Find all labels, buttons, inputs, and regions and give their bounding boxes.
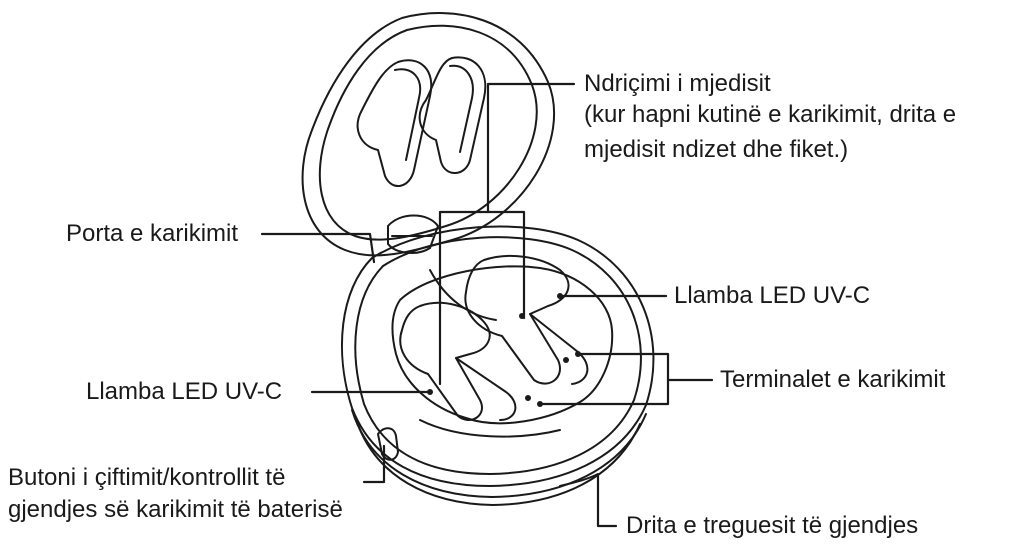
leader-charging-port: [260, 232, 376, 264]
status-indicator-label: Drita e treguesit të gjendjes: [626, 512, 919, 539]
uvc-led-right-label: Llamba LED UV-C: [674, 282, 871, 309]
case-base: [340, 225, 655, 506]
pairing-button-label-line2: gjendjes së karikimit të baterisë: [8, 496, 343, 523]
uvc-led-left-label: Llamba LED UV-C: [86, 378, 283, 405]
charging-terminals-label: Terminalet e karikimit: [720, 366, 946, 393]
leader-pairing-button: [362, 444, 386, 484]
callout-lines: [260, 82, 714, 528]
leader-ambient-bracket: [438, 210, 526, 386]
leader-ambient-light: [486, 82, 576, 214]
pairing-button-shape: [377, 427, 399, 461]
status-indicator-shape: [559, 473, 599, 487]
pairing-button-label-line1: Butoni i çiftimit/kontrollit të: [8, 464, 286, 491]
terminal-dots: [427, 293, 581, 407]
leader-terminals: [538, 352, 714, 406]
ambient-light-note-line1: (kur hapni kutinë e karikimit, drita e: [584, 101, 957, 128]
charging-port-label: Porta e karikimit: [66, 220, 239, 247]
ambient-light-note-line2: mjedisit ndizet dhe fiket.): [584, 136, 849, 163]
leader-status-indicator: [596, 474, 618, 528]
ambient-light-label: Ndriçimi i mjedisit: [584, 70, 771, 97]
